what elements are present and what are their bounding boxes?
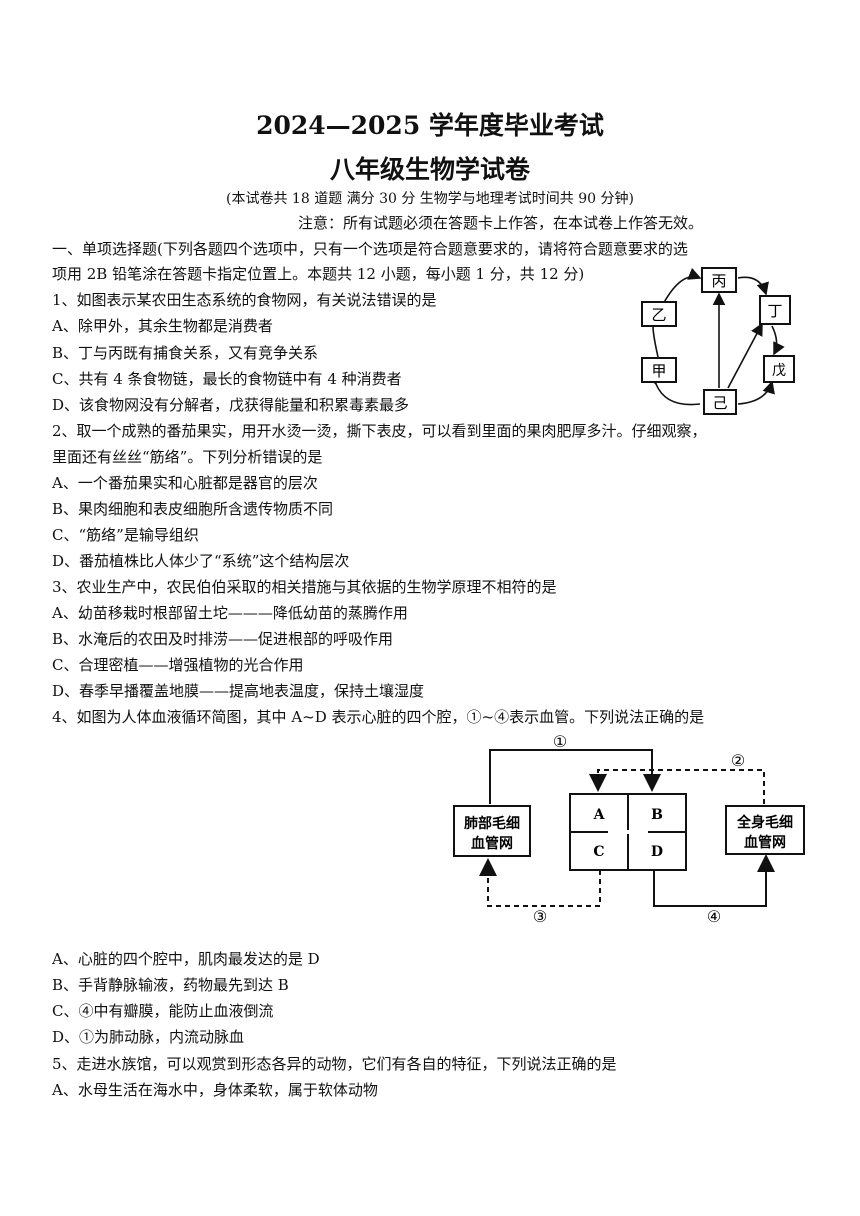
- q1-option-a: A、除甲外，其余生物都是消费者: [52, 317, 273, 335]
- q2-stem-line1: 2、取一个成熟的番茄果实，用开水烫一烫，撕下表皮，可以看到里面的果肉肥厚多汁。仔…: [52, 422, 707, 440]
- blood-circulation-diagram: A B C D 肺部毛细 血管网 全身毛细 血管网 ① ② ③ ④: [453, 732, 805, 926]
- exam-info: (本试卷共 18 道题 满分 30 分 生物学与地理考试时间共 90 分钟): [226, 191, 634, 207]
- q3-stem: 3、农业生产中，农民伯伯采取的相关措施与其依据的生物学原理不相符的是: [52, 578, 557, 596]
- q2-option-d: D、番茄植株比人体少了“系统”这个结构层次: [52, 552, 350, 570]
- chamber-b: B: [651, 807, 663, 823]
- q1-option-c: C、共有 4 条食物链，最长的食物链中有 4 种消费者: [52, 370, 402, 388]
- q1-option-d: D、该食物网没有分解者，戊获得能量和积累毒素最多: [52, 396, 410, 414]
- chamber-c: C: [593, 844, 604, 860]
- node-ding: 丁: [767, 302, 782, 320]
- q4-option-b: B、手背静脉输液，药物最先到达 B: [52, 976, 289, 994]
- q3-option-c: C、合理密植——增强植物的光合作用: [52, 656, 304, 674]
- vessel-1-label: ①: [553, 732, 567, 751]
- q5-stem: 5、走进水族馆，可以观赏到形态各异的动物，它们有各自的特征，下列说法正确的是: [52, 1055, 617, 1073]
- lung-capillary-label-1: 肺部毛细: [464, 815, 520, 832]
- exam-notice: 注意：所有试题必须在答题卡上作答，在本试卷上作答无效。: [298, 214, 704, 232]
- node-wu: 戊: [772, 363, 786, 379]
- q1-stem: 1、如图表示某农田生态系统的食物网，有关说法错误的是: [52, 291, 437, 309]
- body-capillary-label-1: 全身毛细: [736, 814, 793, 831]
- q1-option-b: B、丁与丙既有捕食关系，又有竞争关系: [52, 344, 319, 362]
- q4-stem: 4、如图为人体血液循环简图，其中 A~D 表示心脏的四个腔，①~④表示血管。下列…: [52, 708, 705, 726]
- q2-stem-line2: 里面还有丝丝“筋络”。下列分析错误的是: [52, 448, 323, 466]
- lung-capillary-label-2: 血管网: [471, 835, 513, 852]
- food-web-diagram: 丙 乙 丁 甲 戊 己: [641, 267, 795, 415]
- vessel-4-label: ④: [707, 907, 721, 926]
- exam-title: 2024—2025 学年度毕业考试: [256, 111, 604, 140]
- section-instructions-line2: 项用 2B 铅笔涂在答题卡指定位置上。本题共 12 小题，每小题 1 分，共 1…: [52, 265, 585, 283]
- q4-option-a: A、心脏的四个腔中，肌肉最发达的是 D: [52, 950, 320, 968]
- chamber-d: D: [651, 844, 663, 860]
- q3-option-a: A、幼苗移栽时根部留土坨———降低幼苗的蒸腾作用: [52, 604, 408, 622]
- q4-option-c: C、④中有瓣膜，能防止血液倒流: [52, 1002, 274, 1020]
- node-yi: 乙: [651, 306, 666, 324]
- q2-option-c: C、“筋络”是输导组织: [52, 526, 199, 544]
- node-bing: 丙: [711, 272, 726, 290]
- node-jia: 甲: [651, 362, 666, 380]
- chamber-a: A: [593, 807, 606, 823]
- q5-option-a: A、水母生活在海水中，身体柔软，属于软体动物: [52, 1081, 378, 1099]
- vessel-3-label: ③: [533, 907, 547, 926]
- q2-option-b: B、果肉细胞和表皮细胞所含遗传物质不同: [52, 500, 334, 518]
- vessel-2-label: ②: [731, 751, 745, 770]
- q3-option-b: B、水淹后的农田及时排涝——促进根部的呼吸作用: [52, 630, 394, 648]
- body-capillary-label-2: 血管网: [744, 834, 786, 851]
- q2-option-a: A、一个番茄果实和心脏都是器官的层次: [52, 474, 318, 492]
- q3-option-d: D、春季早播覆盖地膜——提高地表温度，保持土壤湿度: [52, 682, 425, 700]
- section-instructions-line1: 一、单项选择题(下列各题四个选项中，只有一个选项是符合题意要求的，请将符合题意要…: [52, 240, 688, 258]
- exam-subtitle: 八年级生物学试卷: [329, 155, 530, 184]
- q4-option-d: D、①为肺动脉，内流动脉血: [52, 1028, 245, 1046]
- node-ji: 己: [712, 394, 727, 412]
